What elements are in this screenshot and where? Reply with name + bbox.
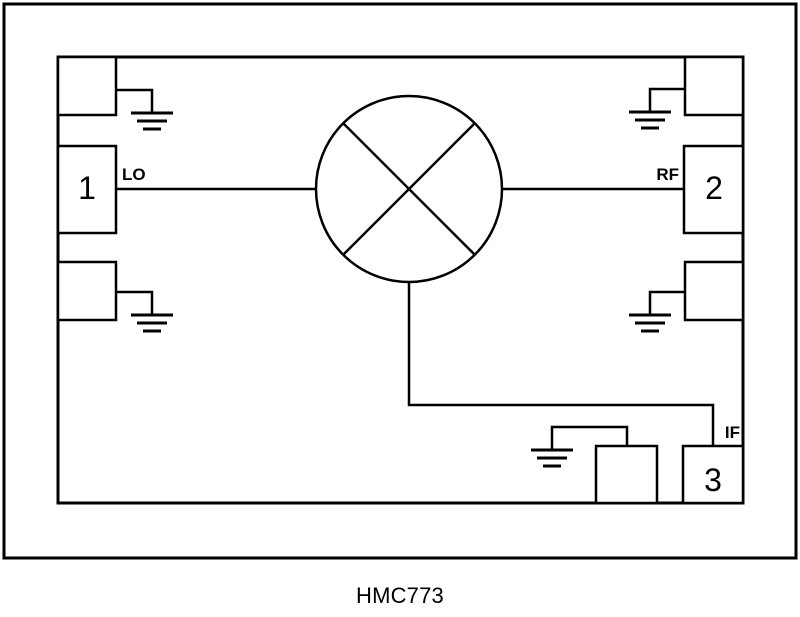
rf-label: RF — [656, 165, 679, 184]
ground-symbol-top-left — [116, 88, 173, 131]
mixer-x-stroke-b — [342, 122, 476, 256]
pin-2-pad — [682, 144, 745, 235]
ground-symbol-bottom-left — [116, 290, 173, 333]
ground-pad-bottom-right — [683, 260, 745, 322]
lo-label: LO — [122, 165, 146, 184]
outer-border — [2, 2, 798, 560]
pin-1-number: 1 — [78, 170, 96, 206]
pin-2-number: 2 — [705, 170, 723, 206]
ground-pad-bottom-center — [594, 444, 659, 505]
ground-symbol-bottom-center — [531, 425, 629, 468]
ground-symbol-bottom-right — [629, 290, 685, 333]
ground-symbol-top-right — [629, 87, 685, 130]
if-label: IF — [725, 423, 740, 442]
pin-3-number: 3 — [704, 462, 722, 498]
pin-1-pad — [56, 144, 118, 235]
ground-pad-top-left — [56, 55, 118, 117]
diagram-caption: HMC773 — [355, 583, 444, 608]
pin-3-pad — [681, 444, 745, 505]
ground-pad-top-right — [683, 55, 745, 117]
if-trace — [407, 282, 715, 446]
ground-pad-bottom-left — [56, 260, 118, 322]
